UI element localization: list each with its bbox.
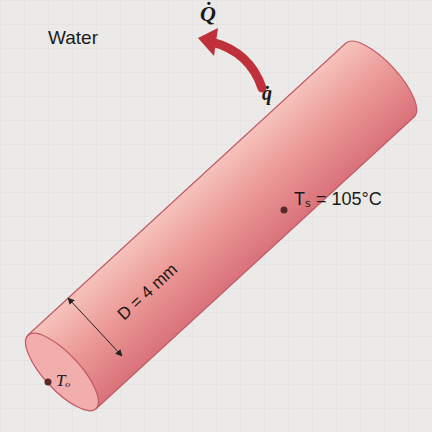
surface-point bbox=[281, 207, 288, 214]
diameter-dimension bbox=[68, 298, 122, 356]
center-temperature: Tₒ bbox=[56, 372, 70, 391]
medium-label: Water bbox=[48, 28, 98, 49]
wire-body bbox=[28, 41, 417, 409]
heat-rate-symbol: Q̇ bbox=[200, 2, 216, 26]
heat-arrow bbox=[212, 42, 262, 88]
surface-temperature: Tₛ = 105°C bbox=[294, 190, 382, 210]
heat-arrow-head bbox=[198, 28, 218, 56]
heat-flux-symbol: q̇ bbox=[262, 82, 272, 104]
center-point bbox=[45, 379, 52, 386]
wire-end-face bbox=[15, 323, 109, 421]
